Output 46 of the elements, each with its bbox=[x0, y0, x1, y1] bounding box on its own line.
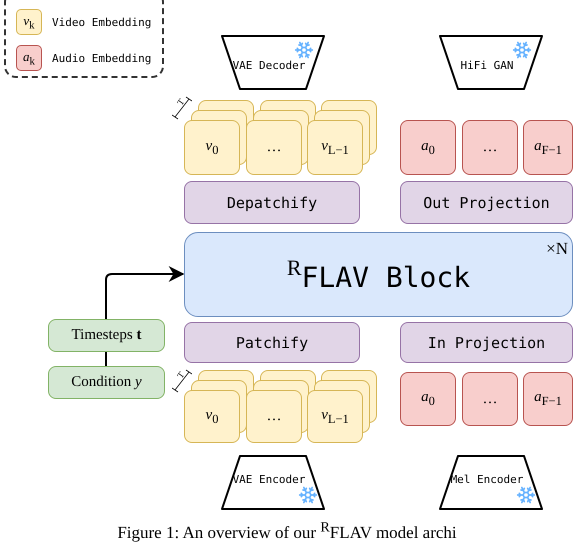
audio-token bbox=[462, 372, 518, 426]
video-token-stack bbox=[184, 100, 254, 175]
swatch-symbol: a$_{k}$ bbox=[23, 48, 35, 68]
input-box: Condition y bbox=[48, 366, 165, 399]
video-token-stack bbox=[307, 370, 377, 443]
transformer-block bbox=[184, 232, 573, 317]
token-label: … bbox=[266, 408, 282, 425]
process-box: Depatchify bbox=[184, 181, 360, 224]
audio-token bbox=[400, 372, 456, 426]
token-label: v$_{0}$ bbox=[206, 406, 218, 426]
audio-token bbox=[523, 372, 573, 426]
legend-text: Video Embedding bbox=[52, 16, 152, 28]
token-label: a$_{0}$ bbox=[421, 389, 435, 409]
token-label: … bbox=[266, 139, 282, 156]
token-label: a$_{F−1}$ bbox=[534, 138, 562, 158]
block-title: $^{R}$FLAV Block bbox=[286, 254, 470, 294]
encoder-trapezoid bbox=[436, 455, 546, 510]
token-label: v$_{0}$ bbox=[206, 138, 218, 158]
audio-token bbox=[462, 120, 518, 175]
process-box: Out Projection bbox=[400, 181, 573, 224]
token-label: … bbox=[482, 139, 498, 156]
token-label: a$_{F−1}$ bbox=[534, 389, 562, 409]
token-label: a$_{0}$ bbox=[421, 138, 435, 158]
token-label: … bbox=[482, 390, 498, 408]
swatch-symbol: v$_{k}$ bbox=[23, 12, 35, 32]
dimension-label: T bbox=[175, 370, 186, 380]
model-label: VAE Decoder bbox=[232, 59, 306, 72]
dimension-label: T bbox=[175, 96, 186, 108]
repeat-count: ×N bbox=[546, 239, 568, 259]
encoder-trapezoid bbox=[218, 455, 328, 510]
model-label: VAE Encoder bbox=[232, 473, 306, 486]
video-token-stack bbox=[307, 100, 377, 175]
audio-token bbox=[400, 120, 456, 175]
token-label: v$_{L−1}$ bbox=[321, 138, 349, 158]
token-label: v$_{L−1}$ bbox=[321, 406, 349, 426]
legend-text: Audio Embedding bbox=[52, 52, 152, 64]
video-token-stack bbox=[184, 370, 254, 443]
process-box: Patchify bbox=[184, 322, 360, 363]
decoder-trapezoid bbox=[436, 35, 546, 90]
arrow bbox=[105, 266, 185, 319]
process-box: In Projection bbox=[400, 322, 573, 363]
audio-token bbox=[523, 120, 573, 175]
figure-caption: Figure 1: An overview of our $^{R}$FLAV model archi bbox=[116, 518, 458, 542]
decoder-trapezoid bbox=[218, 35, 328, 90]
model-label: HiFi GAN bbox=[460, 59, 514, 72]
input-box: Timesteps t bbox=[48, 319, 165, 352]
